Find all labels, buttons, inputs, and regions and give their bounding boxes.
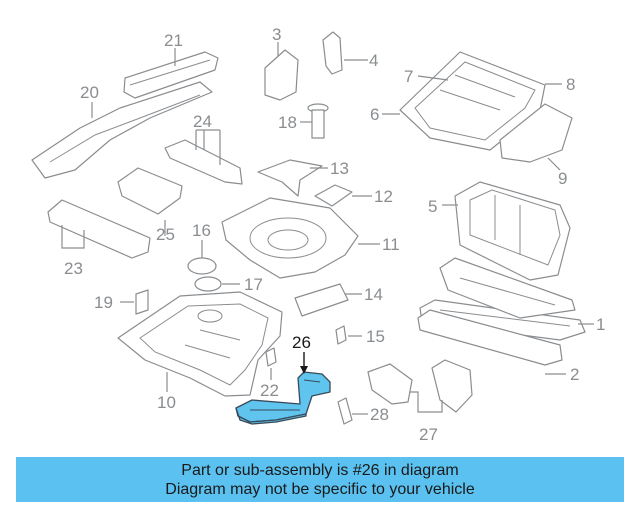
callout-22: 22 (260, 381, 279, 400)
callout-13: 13 (330, 159, 349, 178)
callout-10: 10 (157, 393, 176, 412)
part-14 (294, 283, 362, 317)
part-26-highlighted (235, 352, 331, 425)
callout-5: 5 (428, 197, 437, 216)
part-3 (264, 42, 299, 101)
callout-16: 16 (192, 221, 211, 240)
part-21 (123, 48, 219, 99)
callout-6: 6 (370, 105, 379, 124)
part-16 (187, 240, 217, 275)
callout-24: 24 (193, 112, 212, 131)
part-4 (322, 31, 368, 75)
callout-17: 17 (244, 275, 263, 294)
part-15 (335, 325, 362, 345)
part-19 (120, 289, 149, 315)
part-27 (367, 359, 473, 413)
callout-9: 9 (558, 169, 567, 188)
callout-25: 25 (156, 225, 175, 244)
part-23 (47, 199, 151, 259)
callout-21: 21 (164, 31, 183, 50)
part-10 (117, 291, 283, 397)
part-9 (499, 103, 573, 171)
callout-11: 11 (382, 235, 400, 254)
parts-diagram: 21 20 3 4 7 8 6 18 24 13 9 12 5 25 16 11… (31, 25, 605, 444)
info-banner: Part or sub-assembly is #26 in diagram D… (16, 457, 624, 502)
callout-4: 4 (369, 51, 378, 70)
part-12 (314, 184, 372, 207)
part-5 (442, 181, 571, 281)
part-25 (117, 167, 183, 236)
callout-14: 14 (364, 285, 383, 304)
part-20 (31, 81, 213, 179)
callout-18: 18 (278, 113, 297, 132)
callout-12: 12 (374, 187, 393, 206)
part-2-b (417, 309, 566, 375)
part-18 (300, 103, 329, 139)
callout-19: 19 (94, 293, 113, 312)
callout-20: 20 (80, 83, 99, 102)
banner-line-2: Diagram may not be specific to your vehi… (165, 481, 475, 498)
callout-8: 8 (566, 75, 575, 94)
callout-2: 2 (570, 365, 579, 384)
callout-27: 27 (419, 425, 438, 444)
callout-23: 23 (64, 259, 83, 278)
part-28 (337, 397, 368, 425)
callout-7: 7 (404, 67, 413, 86)
callout-15: 15 (366, 327, 385, 346)
part-22 (265, 347, 277, 380)
callout-1: 1 (596, 315, 605, 334)
callout-26: 26 (292, 333, 311, 352)
callout-3: 3 (272, 25, 281, 44)
part-17 (194, 276, 240, 292)
callout-28: 28 (370, 405, 389, 424)
part-2 (439, 257, 576, 319)
banner-line-1: Part or sub-assembly is #26 in diagram (181, 462, 459, 479)
part-13 (257, 159, 328, 197)
part-24 (164, 129, 243, 185)
part-11 (221, 197, 380, 279)
